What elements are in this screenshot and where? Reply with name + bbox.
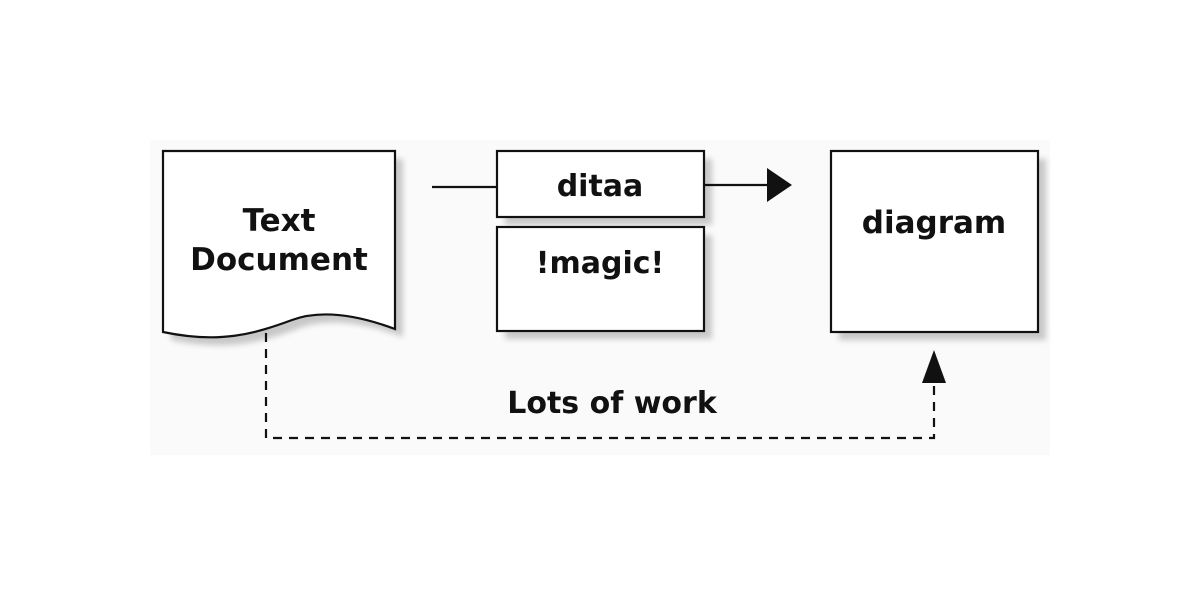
arrowhead-up-icon xyxy=(922,350,946,383)
magic-box xyxy=(495,225,706,333)
ditaa-flow-edge xyxy=(432,168,792,202)
dashed-connector xyxy=(264,333,936,440)
ditaa-box xyxy=(495,149,706,219)
text-document-label-line1: Text xyxy=(243,203,316,239)
diagram-node: diagram xyxy=(829,149,1040,334)
lots-of-work-label: Lots of work xyxy=(507,386,718,421)
diagram-label: diagram xyxy=(862,205,1006,241)
arrowhead-right-icon xyxy=(767,168,792,202)
diagram-box xyxy=(829,149,1040,334)
text-document-node: Text Document xyxy=(161,149,397,339)
lots-of-work-edge: Lots of work xyxy=(264,333,946,440)
text-document-label-line2: Document xyxy=(190,242,368,278)
magic-label: !magic! xyxy=(536,246,664,281)
text-document-shape xyxy=(161,149,397,339)
magic-node: !magic! xyxy=(495,225,706,333)
ditaa-label: ditaa xyxy=(557,169,644,204)
ditaa-node: ditaa xyxy=(495,149,706,219)
